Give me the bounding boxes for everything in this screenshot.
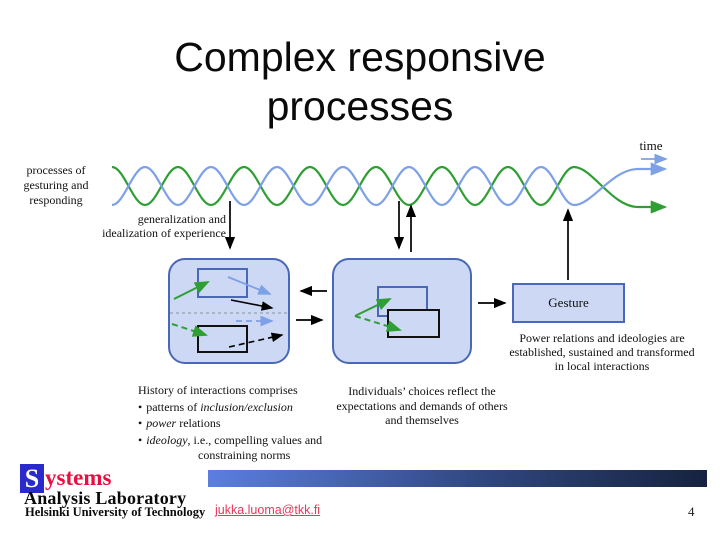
individuals-note: Individuals’ choices reflect the expecta… xyxy=(330,384,514,428)
individuals-note-line2: expectations and demands of others xyxy=(336,398,508,413)
left-box-black-frame xyxy=(197,325,248,353)
generalization-label-line2: idealization of experience xyxy=(102,226,226,240)
history-bullet-3-suffix: , i.e., compelling values and xyxy=(187,433,323,448)
systems-logo-s-square: S xyxy=(20,464,44,493)
history-bullet-1: •patterns of inclusion/exclusion xyxy=(138,400,328,415)
systems-logo-s-letter: S xyxy=(24,463,40,493)
history-bullet-1-italic: inclusion/exclusion xyxy=(200,399,293,414)
processes-label-line1: processes of xyxy=(26,163,86,177)
history-note-continuation: constraining norms xyxy=(198,448,291,463)
footer-gradient-bar xyxy=(208,470,707,487)
bullet-icon: • xyxy=(138,433,143,448)
left-box-blue-frame xyxy=(197,268,248,298)
analysis-laboratory-text: Analysis Laboratory xyxy=(24,488,187,508)
page-number: 4 xyxy=(688,504,695,519)
individuals-note-line3: and themselves xyxy=(385,413,459,427)
generalization-label: generalization and idealization of exper… xyxy=(86,212,226,240)
email-link[interactable]: jukka.luoma@tkk.fi xyxy=(215,503,321,517)
history-bullet-2: •power relations xyxy=(138,416,328,431)
bullet-icon: • xyxy=(138,416,143,431)
history-bullet-2-italic: power xyxy=(146,416,177,431)
history-bullet-1-prefix: patterns of xyxy=(146,399,201,414)
individuals-note-line1: Individuals’ choices reflect the xyxy=(348,384,496,398)
gesture-box: Gesture xyxy=(512,283,625,323)
bullet-icon: • xyxy=(138,399,143,414)
history-bullet-3: •ideology, i.e., compelling values and xyxy=(138,433,328,448)
power-relations-note-line1: Power relations and ideologies are xyxy=(519,331,685,345)
slide-title-line2: processes xyxy=(266,83,454,129)
wave-blue xyxy=(111,162,668,207)
time-label: time xyxy=(639,138,663,153)
helsinki-university-text: Helsinki University of Technology xyxy=(25,505,206,519)
processes-label-line2: gesturing and xyxy=(23,178,89,192)
systems-logo-text: ystems xyxy=(45,465,112,490)
gesture-box-label: Gesture xyxy=(548,295,589,310)
history-bullet-2-suffix: relations xyxy=(176,416,221,431)
generalization-label-line1: generalization and xyxy=(137,212,226,226)
slide-title: Complex responsive processes xyxy=(0,33,720,131)
power-relations-note-line3: in local interactions xyxy=(554,359,650,373)
history-bullet-3-italic: ideology xyxy=(146,433,188,448)
history-note-heading: History of interactions comprises xyxy=(138,383,298,397)
slide-title-line1: Complex responsive xyxy=(174,34,546,80)
wave-green xyxy=(111,165,668,214)
history-note: History of interactions comprises •patte… xyxy=(138,383,328,464)
power-relations-note: Power relations and ideologies are estab… xyxy=(498,331,706,373)
processes-label-line3: responding xyxy=(29,193,83,207)
processes-label: processes of gesturing and responding xyxy=(6,163,106,208)
right-box-black-frame xyxy=(387,309,440,338)
power-relations-note-line2: established, sustained and transformed xyxy=(509,345,695,359)
